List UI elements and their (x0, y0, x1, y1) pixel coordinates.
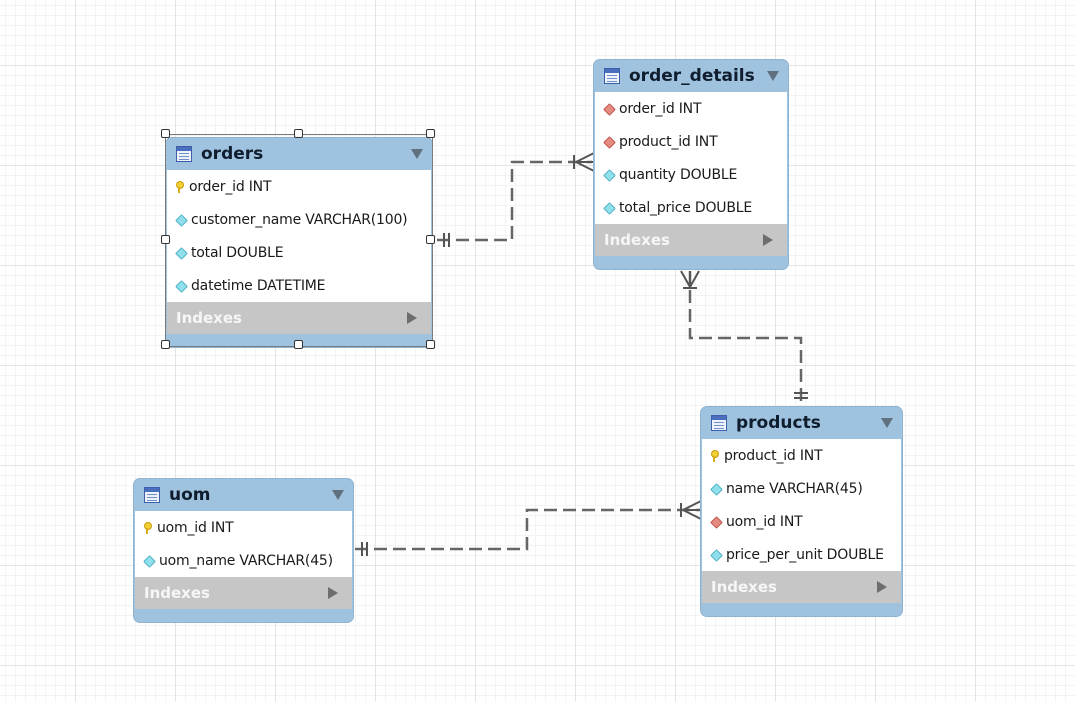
column-diamond-icon (710, 549, 722, 561)
expand-arrow-icon[interactable] (407, 312, 417, 324)
resize-handle[interactable] (294, 129, 303, 138)
column-row[interactable]: order_id INT (595, 92, 787, 125)
column-row[interactable]: datetime DATETIME (167, 269, 431, 302)
indexes-label: Indexes (176, 309, 242, 327)
column-diamond-icon (603, 169, 615, 181)
indexes-section[interactable]: Indexes (135, 577, 352, 609)
relationship-uom-products (355, 508, 700, 551)
resize-handle[interactable] (426, 129, 435, 138)
indexes-label: Indexes (604, 231, 670, 249)
column-label: order_id INT (619, 100, 702, 117)
column-label: price_per_unit DOUBLE (726, 546, 884, 563)
column-row[interactable]: name VARCHAR(45) (702, 472, 901, 505)
table-footer (594, 256, 788, 269)
resize-handle[interactable] (161, 340, 170, 349)
column-label: uom_id INT (157, 519, 234, 536)
table-orders[interactable]: orders order_id INT customer_name VARCHA… (166, 138, 432, 347)
column-row[interactable]: quantity DOUBLE (595, 158, 787, 191)
column-label: datetime DATETIME (191, 277, 326, 294)
table-title: order_details (629, 66, 755, 86)
column-row[interactable]: uom_name VARCHAR(45) (135, 544, 352, 577)
foreign-key-diamond-icon (710, 516, 722, 528)
table-title: uom (169, 485, 211, 505)
expand-arrow-icon[interactable] (763, 234, 773, 246)
table-footer (701, 603, 902, 616)
table-icon (176, 146, 192, 162)
resize-handle[interactable] (294, 340, 303, 349)
primary-key-icon (710, 449, 719, 462)
indexes-section[interactable]: Indexes (702, 571, 901, 603)
table-title: products (736, 413, 821, 433)
column-label: uom_name VARCHAR(45) (159, 552, 333, 569)
many-marker-order-details-bottom (680, 270, 700, 289)
one-marker-uom (361, 542, 368, 556)
column-label: customer_name VARCHAR(100) (191, 211, 408, 228)
expand-arrow-icon[interactable] (877, 581, 887, 593)
column-diamond-icon (175, 247, 187, 259)
resize-handle[interactable] (426, 235, 435, 244)
column-list: uom_id INT uom_name VARCHAR(45) (135, 511, 352, 577)
column-list: order_id INT product_id INT quantity DOU… (595, 92, 787, 224)
indexes-label: Indexes (711, 578, 777, 596)
column-row[interactable]: total DOUBLE (167, 236, 431, 269)
column-row[interactable]: order_id INT (167, 170, 431, 203)
many-marker-products-left (680, 500, 702, 520)
table-header[interactable]: orders (166, 138, 432, 170)
table-footer (134, 609, 353, 622)
table-header[interactable]: order_details (594, 60, 788, 92)
relationship-orders-order-details (437, 160, 592, 242)
column-diamond-icon (143, 555, 155, 567)
table-products[interactable]: products product_id INT name VARCHAR(45)… (701, 407, 902, 616)
column-label: product_id INT (619, 133, 718, 150)
primary-key-icon (175, 180, 184, 193)
table-icon (604, 68, 620, 84)
column-label: uom_id INT (726, 513, 803, 530)
column-row[interactable]: product_id INT (595, 125, 787, 158)
collapse-caret-icon[interactable] (767, 71, 779, 81)
table-header[interactable]: products (701, 407, 902, 439)
column-diamond-icon (603, 202, 615, 214)
column-row[interactable]: product_id INT (702, 439, 901, 472)
column-label: name VARCHAR(45) (726, 480, 863, 497)
resize-handle[interactable] (161, 235, 170, 244)
table-header[interactable]: uom (134, 479, 353, 511)
one-marker-orders (443, 233, 450, 247)
collapse-caret-icon[interactable] (332, 490, 344, 500)
column-diamond-icon (710, 483, 722, 495)
table-icon (711, 415, 727, 431)
many-marker-order-details-left (573, 152, 595, 172)
column-diamond-icon (175, 214, 187, 226)
column-row[interactable]: total_price DOUBLE (595, 191, 787, 224)
relationship-products-order-details (688, 271, 803, 407)
column-label: total_price DOUBLE (619, 199, 753, 216)
column-label: quantity DOUBLE (619, 166, 738, 183)
resize-handle[interactable] (426, 340, 435, 349)
column-row[interactable]: customer_name VARCHAR(100) (167, 203, 431, 236)
primary-key-icon (143, 521, 152, 534)
expand-arrow-icon[interactable] (328, 587, 338, 599)
column-row[interactable]: uom_id INT (702, 505, 901, 538)
column-list: order_id INT customer_name VARCHAR(100) … (167, 170, 431, 302)
indexes-label: Indexes (144, 584, 210, 602)
table-icon (144, 487, 160, 503)
table-uom[interactable]: uom uom_id INT uom_name VARCHAR(45) Inde… (134, 479, 353, 622)
collapse-caret-icon[interactable] (881, 418, 893, 428)
indexes-section[interactable]: Indexes (167, 302, 431, 334)
table-order-details[interactable]: order_details order_id INT product_id IN… (594, 60, 788, 269)
column-label: total DOUBLE (191, 244, 284, 261)
column-diamond-icon (175, 280, 187, 292)
foreign-key-diamond-icon (603, 103, 615, 115)
column-row[interactable]: price_per_unit DOUBLE (702, 538, 901, 571)
one-marker-products-top (794, 392, 808, 399)
table-title: orders (201, 144, 264, 164)
resize-handle[interactable] (161, 129, 170, 138)
column-label: product_id INT (724, 447, 823, 464)
indexes-section[interactable]: Indexes (595, 224, 787, 256)
column-label: order_id INT (189, 178, 272, 195)
column-list: product_id INT name VARCHAR(45) uom_id I… (702, 439, 901, 571)
foreign-key-diamond-icon (603, 136, 615, 148)
collapse-caret-icon[interactable] (411, 149, 423, 159)
column-row[interactable]: uom_id INT (135, 511, 352, 544)
